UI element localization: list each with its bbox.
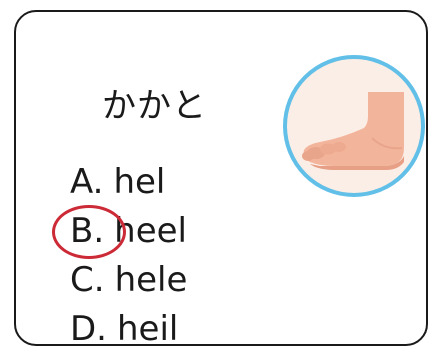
foot-image [280, 52, 430, 202]
option-a[interactable]: A.hel [70, 158, 187, 207]
answer-options: A.hel B.heel C.hele D.heil [52, 158, 187, 354]
option-c-letter: C. [70, 260, 105, 300]
option-d-letter: D. [70, 309, 107, 349]
option-b[interactable]: B.heel [52, 205, 187, 259]
option-a-text: hel [113, 162, 166, 202]
option-b-text: heel [114, 211, 187, 251]
option-d[interactable]: D.heil [70, 305, 187, 354]
option-c-text: hele [114, 260, 188, 300]
vocabulary-word: かかと [102, 86, 207, 126]
selected-answer-circle [52, 205, 126, 259]
option-d-text: heil [117, 309, 179, 349]
quiz-card: かかと A.hel B.heel C.hele D.heil [14, 10, 430, 349]
option-a-letter: A. [70, 162, 104, 202]
foot-icon [283, 55, 425, 197]
option-c[interactable]: C.hele [70, 256, 187, 305]
